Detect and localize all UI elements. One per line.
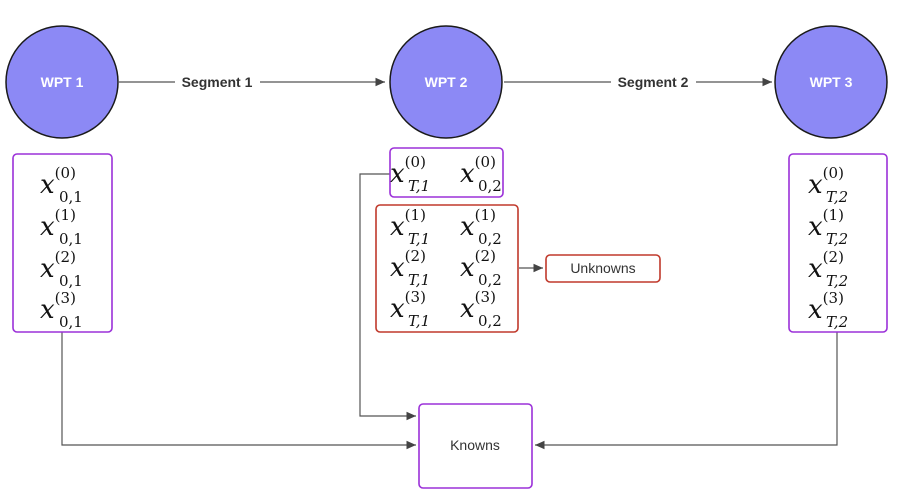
wpt2-known-variables: x(0)T,1 x(0)0,2 xyxy=(390,153,502,195)
var-x-0-T2: x(0)T,2 xyxy=(808,164,848,206)
wpt-3-label: WPT 3 xyxy=(810,74,853,90)
wpt1-to-knowns-connector xyxy=(61,332,416,450)
segment-2-label: Segment 2 xyxy=(618,74,689,90)
wpt-1-label: WPT 1 xyxy=(41,74,84,90)
var-x-2-T2: x(2)T,2 xyxy=(808,248,848,290)
wpt3-to-knowns-connector xyxy=(535,332,838,450)
var-x-1-T2: x(1)T,2 xyxy=(808,206,848,248)
wpt-2-node: WPT 2 xyxy=(389,25,503,139)
wpt-3-node: WPT 3 xyxy=(774,25,888,139)
knowns-label: Knowns xyxy=(450,437,500,453)
segment-2-label-bg xyxy=(611,72,696,92)
segment-1-label: Segment 1 xyxy=(182,74,253,90)
var-x-3-01: x(3)0,1 xyxy=(40,289,83,331)
var-x-2-01: x(2)0,1 xyxy=(40,248,83,290)
unknowns-box xyxy=(545,254,661,283)
unknowns-label: Unknowns xyxy=(570,260,635,276)
wpt1-variables: x(0)0,1 x(1)0,1 x(2)0,1 x(3)0,1 xyxy=(40,164,83,331)
var-x-1-T1: x(1)T,1 xyxy=(390,206,430,248)
wpt-2-label: WPT 2 xyxy=(425,74,468,90)
var-x-1-01: x(1)0,1 xyxy=(40,206,83,248)
var-x-3-T1: x(3)T,1 xyxy=(390,288,430,330)
wpt1-known-box xyxy=(12,153,113,333)
wpt3-known-box xyxy=(788,153,888,333)
wpt2-unknown-variables: x(1)T,1 x(1)0,2 x(2)T,1 x(2)0,2 x(3)T,1 … xyxy=(390,206,502,330)
wpt3-variables: x(0)T,2 x(1)T,2 x(2)T,2 x(3)T,2 xyxy=(808,164,848,331)
var-x-1-02: x(1)0,2 xyxy=(460,206,502,248)
segment-1-label-bg xyxy=(175,72,260,92)
var-x-3-T2: x(3)T,2 xyxy=(808,289,848,331)
var-x-0-02: x(0)0,2 xyxy=(460,153,502,195)
var-x-2-T1: x(2)T,1 xyxy=(390,247,430,289)
var-x-0-01: x(0)0,1 xyxy=(40,164,83,206)
wpt2-known-to-knowns-connector xyxy=(359,173,416,421)
wpt-1-node: WPT 1 xyxy=(5,25,119,139)
var-x-3-02: x(3)0,2 xyxy=(460,288,502,330)
var-x-0-T1: x(0)T,1 xyxy=(390,153,430,195)
knowns-box xyxy=(418,403,533,489)
wpt2-unknown-box xyxy=(375,204,519,333)
wpt2-known-box xyxy=(389,147,504,198)
var-x-2-02: x(2)0,2 xyxy=(460,247,502,289)
